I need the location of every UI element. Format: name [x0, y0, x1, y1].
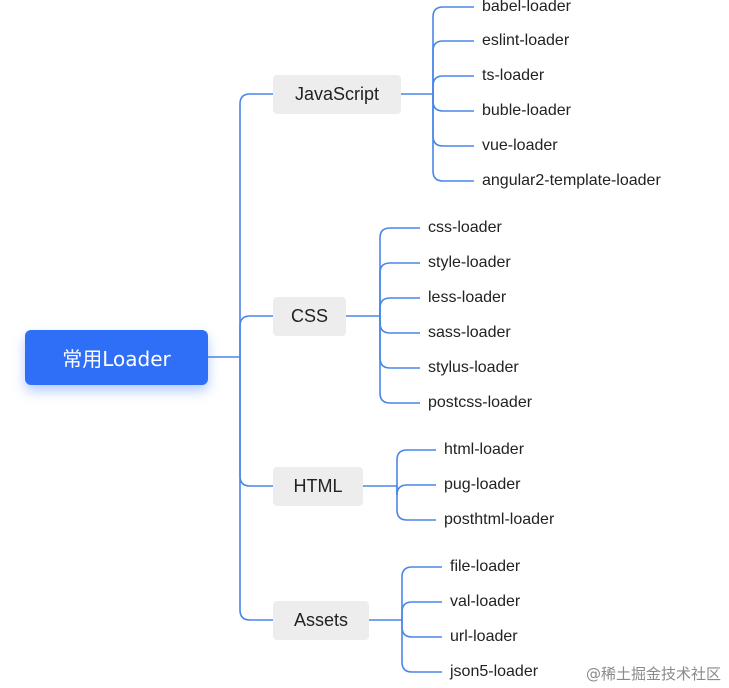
loader-connector: [401, 566, 442, 620]
loader-label: style-loader: [428, 254, 511, 271]
loader-connector: [379, 227, 420, 316]
loader-connector: [396, 484, 436, 496]
loader-label: pug-loader: [444, 476, 521, 493]
category-css: CSS: [273, 296, 346, 336]
loader-label: json5-loader: [450, 663, 539, 680]
category-connector: [239, 357, 273, 487]
category-assets: Assets: [273, 600, 369, 640]
loader-label: val-loader: [450, 593, 521, 610]
loader-label: eslint-loader: [482, 32, 570, 49]
loader-label: vue-loader: [482, 137, 558, 154]
loader-label: angular2-template-loader: [482, 172, 661, 189]
loader-label: html-loader: [444, 441, 525, 458]
root-node: 常用Loader: [25, 330, 208, 385]
loader-connector: [432, 75, 474, 94]
loader-connector: [401, 620, 442, 638]
loader-label: babel-loader: [482, 0, 571, 15]
loader-label: file-loader: [450, 558, 521, 575]
loader-connector: [401, 620, 442, 673]
loader-connector: [432, 94, 474, 147]
loader-label: buble-loader: [482, 102, 571, 119]
category-connector: [239, 357, 273, 621]
loader-label: stylus-loader: [428, 359, 519, 376]
loader-connector: [432, 94, 474, 112]
loader-label: postcss-loader: [428, 394, 533, 411]
loader-label: css-loader: [428, 219, 502, 236]
loader-connector: [379, 316, 420, 369]
loader-connector: [379, 297, 420, 316]
loader-connector: [379, 316, 420, 334]
loader-connector: [432, 94, 474, 182]
loader-label: ts-loader: [482, 67, 545, 84]
loader-connector: [396, 449, 436, 486]
loader-connector: [432, 6, 474, 94]
category-javascript: JavaScript: [273, 74, 401, 114]
category-html: HTML: [273, 466, 363, 506]
loader-connector: [396, 486, 436, 521]
category-connector: [239, 315, 273, 357]
source-watermark: @稀土掘金技术社区: [585, 665, 721, 683]
loader-label: sass-loader: [428, 324, 511, 341]
loader-label: posthtml-loader: [444, 511, 555, 528]
loader-connector: [379, 316, 420, 404]
category-connector: [239, 93, 273, 357]
loader-label: less-loader: [428, 289, 507, 306]
loader-connector: [379, 262, 420, 316]
loader-connector: [432, 40, 474, 94]
loader-connector: [401, 601, 442, 620]
loader-label: url-loader: [450, 628, 518, 645]
